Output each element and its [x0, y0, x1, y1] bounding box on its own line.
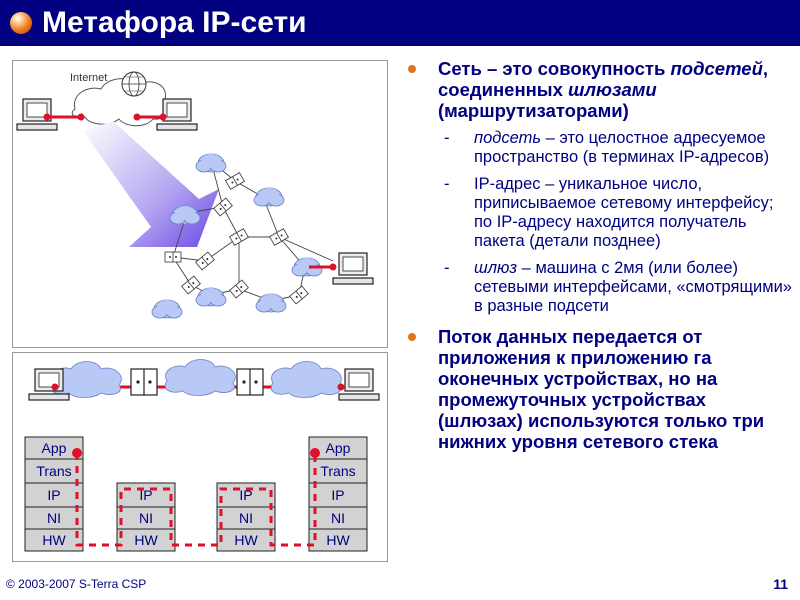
dash-icon: - [444, 259, 450, 277]
sub-bullet-text: – это целостное адресуемое пространство … [474, 129, 770, 166]
bullet-text: Поток данных передается от приложения к … [438, 326, 765, 452]
stack-layer-label: Trans [36, 463, 71, 479]
sub-bullet-text-italic: подсеть [474, 129, 542, 147]
bullet-dot-icon [408, 333, 416, 341]
computer-icon [16, 98, 58, 131]
stack-layer-label: NI [139, 510, 153, 526]
bullet-text: , соединенных [438, 58, 769, 100]
sub-bullet-text-italic: шлюз [474, 259, 518, 277]
protocol-stack-diagram: App Trans IP NI HW IP NI HW IP NI HW App… [24, 359, 380, 552]
computer-icon [338, 368, 380, 401]
internet-label: Internet [70, 72, 107, 84]
dash-icon: - [444, 129, 450, 147]
sub-bullet-item: - IP-адрес – уникальное число, приписыва… [402, 175, 794, 251]
bullet-dot-icon [408, 65, 416, 73]
sub-bullet-text: IP-адрес – уникальное число, приписываем… [474, 175, 774, 250]
stack-layer-label: HW [134, 532, 158, 548]
subnet-cloud-icon [50, 359, 342, 398]
stack-layer-label: HW [42, 532, 66, 548]
computer-icon [332, 252, 374, 285]
bullet-text-italic: подсетей [670, 58, 763, 79]
page-number: 11 [773, 576, 788, 592]
data-flow-path [75, 453, 317, 547]
sub-bullet-item: - шлюз – машина с 2мя (или более) сетевы… [402, 259, 794, 316]
globe-icon [121, 71, 147, 97]
computer-icon [28, 368, 70, 401]
zoom-arrow-icon [83, 121, 219, 247]
bullet-item: Сеть – это совокупность подсетей, соедин… [402, 58, 794, 121]
bullet-text: Сеть – это совокупность [438, 58, 671, 79]
title-bar: Метафора IP-сети [0, 0, 800, 46]
router-icon [236, 368, 264, 396]
footer-copyright: © 2003-2007 S-Terra CSP [6, 577, 147, 591]
router-icon [130, 368, 158, 396]
protocol-stack-panel: App Trans IP NI HW IP NI HW IP NI HW App… [12, 352, 388, 562]
stack-layer-label: HW [326, 532, 350, 548]
bullet-item: Поток данных передается от приложения к … [402, 326, 794, 452]
internet-cloud-icon [71, 78, 170, 127]
stack-layer-label: Trans [320, 463, 355, 479]
network-diagram-panel: Internet [12, 60, 388, 348]
dash-icon: - [444, 175, 450, 193]
stack-layer-label: IP [331, 487, 344, 503]
stack-layer-label: NI [239, 510, 253, 526]
stack-layer-label: HW [234, 532, 258, 548]
stack-layer-label: App [42, 440, 67, 456]
stack-layer-label: IP [139, 487, 152, 503]
sub-bullet-item: - подсеть – это целостное адресуемое про… [402, 129, 794, 167]
bullet-list: Сеть – это совокупность подсетей, соедин… [402, 58, 794, 452]
stack-layer-label: IP [239, 487, 252, 503]
network-diagram: Internet [16, 71, 374, 319]
stack-layer-label: NI [47, 510, 61, 526]
stack-layer-label: NI [331, 510, 345, 526]
stack-layer-label: App [326, 440, 351, 456]
bullet-text-italic: шлюзами [568, 79, 657, 100]
title-bullet-icon [10, 12, 32, 34]
bullet-text: (маршрутизаторами) [438, 100, 629, 121]
sub-bullet-text: – машина с 2мя (или более) сетевыми инте… [474, 259, 792, 315]
stack-layer-label: IP [47, 487, 60, 503]
slide-title: Метафора IP-сети [42, 6, 307, 39]
